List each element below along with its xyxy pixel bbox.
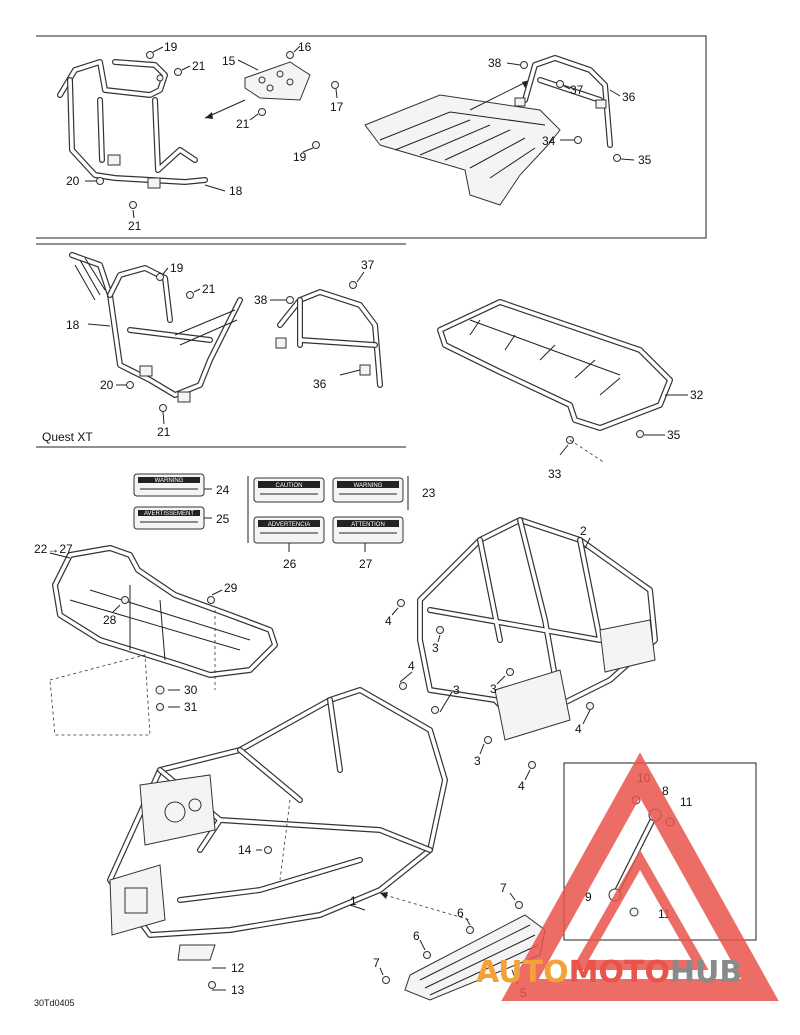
callout-16: 16 xyxy=(298,40,312,54)
callout-23: 23 xyxy=(422,486,436,500)
rear-rack-extension-top xyxy=(514,55,613,148)
callout-3a: 3 xyxy=(432,641,439,655)
front-bumper-xt xyxy=(69,252,243,403)
callout-3b: 3 xyxy=(453,683,460,697)
callout-11a: 11 xyxy=(680,795,693,809)
main-frame xyxy=(107,687,471,961)
callout-19c: 19 xyxy=(170,261,184,275)
callout-38a: 38 xyxy=(488,56,502,70)
callout-18b: 18 xyxy=(66,318,80,332)
callout-24: 24 xyxy=(216,483,230,497)
rear-subframe xyxy=(417,517,658,741)
callout-2: 2 xyxy=(580,524,587,538)
decal-25-text: AVERTISSEMENT xyxy=(144,511,194,517)
decal-24-text: WARNING xyxy=(155,478,184,484)
section-borders xyxy=(36,35,707,448)
callout-13: 13 xyxy=(231,983,245,997)
rear-rack-xt xyxy=(437,299,673,431)
front-rack-lower xyxy=(49,545,278,736)
leader-lines-xt xyxy=(87,267,688,464)
callout-9: 9 xyxy=(585,890,592,904)
drawing-code: 30Td0405 xyxy=(34,998,75,1008)
callout-38b: 38 xyxy=(254,293,268,307)
front-bumper-top xyxy=(57,59,208,189)
decal-23b-text: WARNING xyxy=(354,483,383,489)
callout-17: 17 xyxy=(330,100,344,114)
callout-18a: 18 xyxy=(229,184,243,198)
callout-35a: 35 xyxy=(638,153,652,167)
callout-8: 8 xyxy=(662,784,669,798)
section-caption-quest-xt: Quest XT xyxy=(42,430,93,444)
callout-32: 32 xyxy=(690,388,704,402)
decal-27-text: ATTENTION xyxy=(351,522,385,528)
callout-20a: 20 xyxy=(66,174,80,188)
callout-labels: 19 21 15 16 17 21 19 20 18 21 38 37 36 3… xyxy=(34,40,704,1008)
callout-37a: 37 xyxy=(570,83,584,97)
callout-4b: 4 xyxy=(408,659,415,673)
callout-26: 26 xyxy=(283,557,297,571)
callout-15: 15 xyxy=(222,54,236,68)
callout-28: 28 xyxy=(103,613,117,627)
callout-12: 12 xyxy=(231,961,245,975)
fasteners-main xyxy=(121,596,594,989)
callout-37b: 37 xyxy=(361,258,375,272)
callout-20b: 20 xyxy=(100,378,114,392)
callout-7a: 7 xyxy=(500,881,507,895)
watermark-logo: AUTOMOTOHUB xyxy=(476,752,779,1001)
callout-4c: 4 xyxy=(575,722,582,736)
callout-31: 31 xyxy=(184,700,198,714)
leader-lines-top xyxy=(85,45,635,219)
rack-extension-xt xyxy=(275,289,383,388)
decal-26-text: ADVERTENCIA xyxy=(268,522,311,528)
callout-29: 29 xyxy=(224,581,238,595)
callout-21e: 21 xyxy=(157,425,171,439)
callout-21b: 21 xyxy=(236,117,250,131)
callout-36b: 36 xyxy=(313,377,327,391)
callout-3c: 3 xyxy=(490,682,497,696)
callout-30: 30 xyxy=(184,683,198,697)
callout-22-27: 22→27 xyxy=(34,542,73,556)
callout-3d: 3 xyxy=(474,754,481,768)
callout-7b: 7 xyxy=(373,956,380,970)
watermark-auto: AUTOMOTOHUB xyxy=(476,955,742,990)
callout-33: 33 xyxy=(548,467,562,481)
callout-27: 27 xyxy=(359,557,373,571)
rear-rack-top xyxy=(364,79,561,206)
callout-25: 25 xyxy=(216,512,230,526)
callout-35b: 35 xyxy=(667,428,681,442)
callout-21a: 21 xyxy=(192,59,206,73)
callout-4a: 4 xyxy=(385,614,392,628)
decal-23a-text: CAUTION xyxy=(276,483,303,489)
callout-1: 1 xyxy=(350,894,357,908)
leader-lines-main xyxy=(49,537,591,991)
callout-4d: 4 xyxy=(518,779,525,793)
callout-19b: 19 xyxy=(293,150,307,164)
callout-6b: 6 xyxy=(413,929,420,943)
callout-6a: 6 xyxy=(457,906,464,920)
callout-14: 14 xyxy=(238,843,252,857)
fasteners-top xyxy=(96,51,621,209)
callout-34: 34 xyxy=(542,134,556,148)
fasteners-xt xyxy=(126,273,644,444)
callout-21d: 21 xyxy=(202,282,216,296)
decal-set: WARNING AVERTISSEMENT CAUTION WARNING AD… xyxy=(133,473,409,552)
callout-36a: 36 xyxy=(622,90,636,104)
mounting-bracket-top xyxy=(204,61,311,119)
callout-21c: 21 xyxy=(128,219,142,233)
callout-19a: 19 xyxy=(164,40,178,54)
